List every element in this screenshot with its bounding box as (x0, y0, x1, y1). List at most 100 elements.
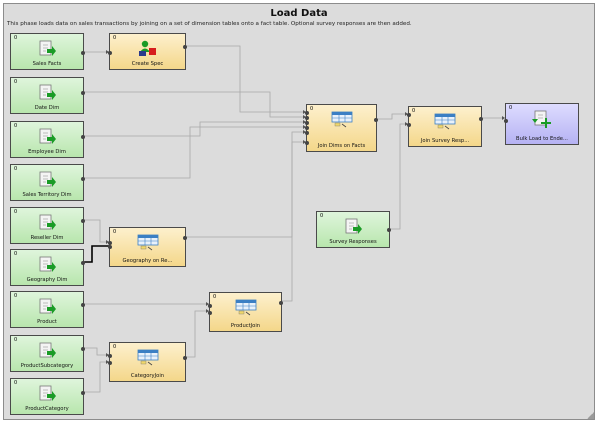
input-port[interactable] (108, 245, 112, 249)
output-port[interactable] (81, 135, 85, 139)
wire-productcategory-categoryjoin (84, 361, 109, 393)
node-join-dims-on-facts[interactable]: 0 Join Dims on Facts (305, 104, 378, 152)
output-port[interactable] (81, 303, 85, 307)
wire-productjoin-joindims (282, 141, 306, 302)
wire-survey-joinsurvey (390, 123, 408, 230)
input-port[interactable] (305, 131, 309, 135)
input-port[interactable] (108, 51, 112, 55)
output-port[interactable] (81, 91, 85, 95)
node-sales-facts[interactable]: 0 Sales Facts (10, 33, 85, 70)
node-employee-dim[interactable]: 0 Employee Dim (10, 121, 85, 158)
wire-employeedim-joindims (84, 121, 306, 137)
node-date-dim[interactable]: 0 Date Dim (10, 77, 85, 114)
input-port[interactable] (108, 241, 112, 245)
node-count: 0 (14, 293, 18, 299)
node-label: Geography on Re... (122, 258, 173, 264)
arrowhead-joinsurvey-1 (405, 112, 408, 116)
node-label: Geography Dim (26, 277, 68, 283)
arrowhead-createspec (106, 50, 109, 54)
input-port[interactable] (504, 119, 508, 123)
node-reseller-dim[interactable]: 0 Reseller Dim (10, 207, 85, 244)
input-port[interactable] (108, 361, 112, 365)
output-port[interactable] (81, 347, 85, 351)
node-product[interactable]: 0 Product (10, 291, 85, 328)
join-table-icon (137, 234, 158, 251)
input-port[interactable] (305, 141, 309, 145)
node-product-category[interactable]: 0 ProductCategory (10, 378, 85, 415)
file-reader-icon (39, 298, 56, 314)
node-label: Sales Territory Dim (22, 192, 72, 198)
arrowhead-joindims-3 (303, 120, 306, 124)
wire-territorydim-joindims (84, 126, 306, 179)
node-label: Create Spec (131, 61, 164, 67)
file-reader-icon (345, 218, 362, 234)
node-geography-dim[interactable]: 0 Geography Dim (10, 249, 85, 286)
diagram-description: This phase loads data on sales transacti… (7, 21, 412, 27)
file-reader-icon (39, 256, 56, 272)
input-port[interactable] (305, 116, 309, 120)
wire-categoryjoin-productjoin (186, 310, 209, 358)
output-port[interactable] (81, 219, 85, 223)
node-count: 0 (14, 123, 18, 129)
output-port[interactable] (81, 261, 85, 265)
arrowhead-joindims-6 (303, 140, 306, 144)
node-geography-on-re[interactable]: 0 Geography on Re... (108, 227, 187, 267)
output-port[interactable] (81, 391, 85, 395)
input-port[interactable] (407, 113, 411, 117)
diagram-canvas: Load Data This phase loads data on sales… (3, 3, 595, 420)
output-port[interactable] (81, 177, 85, 181)
output-port[interactable] (387, 228, 391, 232)
node-count: 0 (113, 344, 117, 350)
wire-geography-joindims (186, 131, 306, 238)
arrowhead-joindims-2 (303, 115, 306, 119)
output-port[interactable] (81, 51, 85, 55)
wire-reseller-geography (84, 219, 109, 243)
node-create-spec[interactable]: 0 Create Spec (108, 33, 187, 70)
input-port[interactable] (407, 123, 411, 127)
input-port[interactable] (208, 311, 212, 315)
input-port[interactable] (305, 121, 309, 125)
input-port[interactable] (305, 111, 309, 115)
node-survey-responses[interactable]: 0 Survey Responses (316, 211, 391, 248)
input-port[interactable] (208, 304, 212, 308)
node-label: ProductSubcategory (20, 363, 74, 369)
node-label: ProductCategory (25, 406, 69, 412)
node-count: 0 (14, 337, 18, 343)
output-port[interactable] (183, 236, 187, 240)
file-reader-icon (39, 214, 56, 230)
arrowhead-joindims-5 (303, 130, 306, 134)
file-reader-icon (39, 128, 56, 144)
node-count: 0 (320, 213, 324, 219)
user-spec-icon (138, 40, 156, 56)
wire-geographydim-geography (84, 245, 109, 263)
arrowhead-productjoin-2 (206, 309, 209, 313)
output-port[interactable] (479, 117, 483, 121)
node-label: Join Dims on Facts (317, 143, 366, 149)
resize-grip[interactable] (587, 412, 594, 419)
input-port[interactable] (108, 354, 112, 358)
output-port[interactable] (374, 118, 378, 122)
node-sales-territory-dim[interactable]: 0 Sales Territory Dim (10, 164, 85, 201)
output-port[interactable] (279, 301, 283, 305)
output-port[interactable] (183, 45, 187, 49)
arrowhead-productjoin-1 (206, 302, 209, 306)
diagram-title: Load Data (270, 8, 328, 19)
join-table-icon (434, 113, 456, 130)
node-join-survey-resp[interactable]: 0 Join Survey Resp... (407, 106, 483, 147)
node-product-subcategory[interactable]: 0 ProductSubcategory (10, 335, 85, 372)
node-count: 0 (213, 294, 217, 300)
arrowhead-categoryjoin-2 (106, 360, 109, 364)
input-port[interactable] (305, 126, 309, 130)
node-count: 0 (14, 209, 18, 215)
file-reader-icon (39, 385, 56, 401)
join-table-icon (331, 111, 352, 128)
node-bulk-load[interactable]: 0 Bulk Load to Ende... (504, 103, 579, 145)
node-category-join[interactable]: 0 CategoryJoin (108, 342, 187, 382)
arrowhead-joinsurvey-2 (405, 122, 408, 126)
node-count: 0 (14, 251, 18, 257)
node-label: Survey Responses (329, 239, 377, 245)
node-label: Reseller Dim (30, 235, 64, 241)
output-port[interactable] (183, 356, 187, 360)
node-product-join[interactable]: 0 ProductJoin (208, 292, 283, 332)
